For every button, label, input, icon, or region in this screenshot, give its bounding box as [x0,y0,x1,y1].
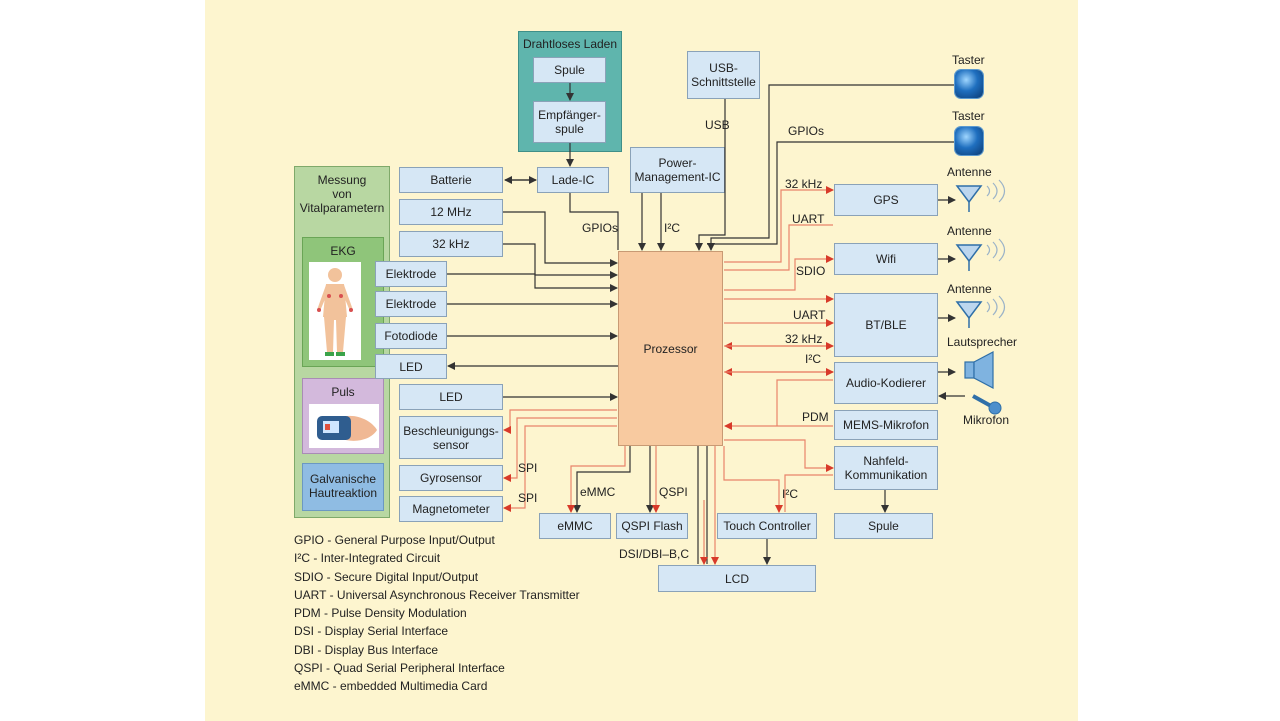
pulse-oximeter-image [309,404,379,448]
32khz-box: 32 kHz [399,231,503,257]
touch-controller-box: Touch Controller [717,513,817,539]
legend-item: DSI - Display Serial Interface [294,624,449,639]
taster1-label: Taster [952,53,985,67]
wireless-charging-title: Drahtloses Laden [522,37,618,51]
emmc-bus-label: eMMC [580,485,616,499]
galvanic-title: Galvanische Hautreaktion [308,472,378,500]
legend-item: UART - Universal Asynchronous Receiver T… [294,587,580,602]
receiver-coil-box: Empfänger- spule [533,101,606,143]
wifi-box: Wifi [834,243,938,275]
32khz-gps-label: 32 kHz [785,177,823,191]
accelerometer-box: Beschleunigungs- sensor [399,416,503,459]
i2c-audio-label: I²C [805,352,821,366]
i2c-touch-label: I²C [782,487,798,501]
electrode1-box: Elektrode [375,261,447,287]
12mhz-box: 12 MHz [399,199,503,225]
button2-icon [955,127,983,155]
diagram-canvas: Drahtloses Laden Spule Empfänger- spule … [205,0,1078,721]
antenna3-label: Antenne [947,282,992,296]
i2c-top-label: I²C [664,221,680,235]
dsi-label: DSI/DBI–B,C [619,547,690,561]
puls-title: Puls [331,385,355,399]
electrode2-box: Elektrode [375,291,447,317]
legend-item: GPIO - General Purpose Input/Output [294,533,495,547]
photodiode-box: Fotodiode [375,323,447,349]
vital-parameters-title: Messung von Vitalparametern [299,173,385,215]
magnetometer-box: Magnetometer [399,496,503,522]
led1-box: LED [375,354,447,379]
speaker-label: Lautsprecher [947,335,1018,349]
qspi-flash-box: QSPI Flash [616,513,688,539]
gpios-top-label: GPIOs [788,124,825,138]
antenna2-label: Antenne [947,224,992,238]
galvanic-panel: Galvanische Hautreaktion [302,463,384,511]
charging-ic-box: Lade-IC [537,167,609,193]
bt-ble-box: BT/BLE [834,293,938,357]
legend-item: eMMC - embedded Multimedia Card [294,679,488,694]
gyroscope-box: Gyrosensor [399,465,503,491]
legend-item: I²C - Inter-Integrated Circuit [294,551,441,566]
uart-gps-label: UART [792,212,825,226]
ekg-title: EKG [330,244,356,258]
wireless-coil-box: Spule [533,57,606,83]
spi2-label: SPI [518,491,538,505]
uart-bt-label: UART [793,308,826,322]
lcd-box: LCD [658,565,816,592]
audio-codec-box: Audio-Kodierer [834,362,938,404]
usb-interface-box: USB- Schnittstelle [687,51,760,99]
nfc-box: Nahfeld- Kommunikation [834,446,938,490]
battery-box: Batterie [399,167,503,193]
pdm-label: PDM [802,410,829,424]
button1-icon [955,70,983,98]
ekg-person-image [309,262,361,360]
gpios-left-label: GPIOs [582,221,619,235]
power-management-box: Power- Management-IC [630,147,725,193]
qspi-bus-label: QSPI [659,485,688,499]
spi1-label: SPI [518,461,538,475]
abbreviation-legend: GPIO - General Purpose Input/Output I²C … [294,531,580,696]
processor-box: Prozessor [618,251,723,446]
led2-box: LED [399,384,503,410]
legend-item: DBI - Display Bus Interface [294,642,439,657]
legend-item: PDM - Pulse Density Modulation [294,606,467,621]
microphone-label: Mikrofon [963,413,1010,427]
usb-bus-label: USB [705,118,730,132]
sdio-label: SDIO [796,264,826,278]
antenna1-label: Antenne [947,165,992,179]
legend-item: SDIO - Secure Digital Input/Output [294,569,479,584]
mems-microphone-box: MEMS-Mikrofon [834,410,938,440]
connection-lines [447,83,1006,565]
32khz-bt-label: 32 kHz [785,332,823,346]
legend-item: QSPI - Quad Serial Peripheral Interface [294,661,505,676]
taster2-label: Taster [952,109,985,123]
emmc-box: eMMC [539,513,611,539]
nfc-coil-box: Spule [834,513,933,539]
gps-box: GPS [834,184,938,216]
